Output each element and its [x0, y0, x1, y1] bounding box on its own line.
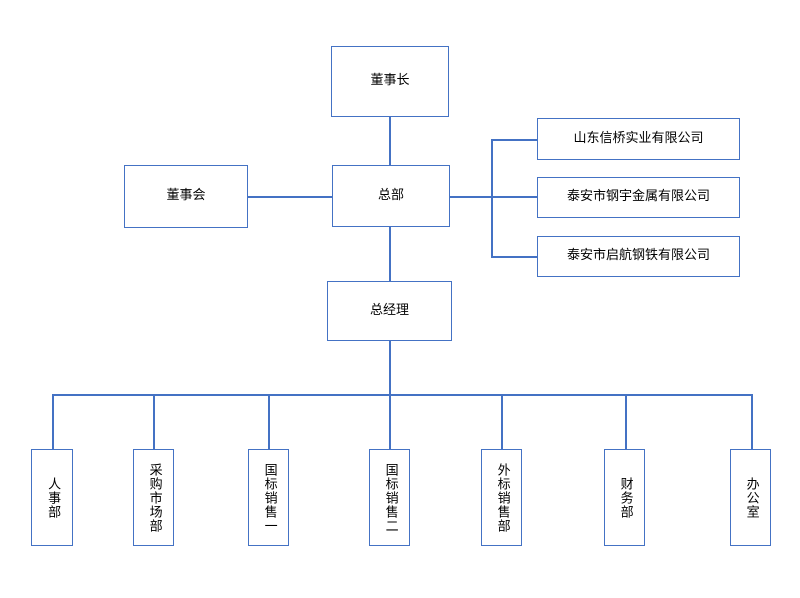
connector-dept-bus: [52, 394, 752, 396]
node-chairman[interactable]: 董事长: [331, 46, 449, 117]
connector-subs-bus: [491, 139, 493, 257]
node-dept-office[interactable]: 办公室: [730, 449, 771, 546]
connector-gm-dept-bus: [389, 341, 391, 395]
node-subsidiary-3[interactable]: 泰安市启航钢铁有限公司: [537, 236, 740, 277]
node-general-manager[interactable]: 总经理: [327, 281, 452, 341]
connector-drop-dept6: [625, 394, 627, 449]
connector-sub3-branch: [491, 256, 537, 258]
connector-board-headquarters: [248, 196, 332, 198]
node-board-label: 董事会: [166, 188, 206, 204]
connector-drop-dept2: [153, 394, 155, 449]
node-dept-hr[interactable]: 人事部: [31, 449, 73, 546]
node-dept-finance-label: 财务部: [617, 476, 633, 519]
node-dept-sales-domestic-2[interactable]: 国标销售二: [369, 449, 410, 546]
node-subsidiary-1[interactable]: 山东信桥实业有限公司: [537, 118, 740, 160]
node-dept-sales-domestic-1[interactable]: 国标销售一: [248, 449, 289, 546]
node-dept-office-label: 办公室: [743, 476, 759, 519]
node-headquarters[interactable]: 总部: [332, 165, 450, 227]
node-headquarters-label: 总部: [377, 187, 404, 203]
node-dept-sales-domestic-2-label: 国标销售二: [382, 462, 398, 533]
node-board[interactable]: 董事会: [124, 165, 248, 228]
connector-drop-dept1: [52, 394, 54, 449]
node-subsidiary-2[interactable]: 泰安市钢宇金属有限公司: [537, 177, 740, 218]
node-dept-procurement[interactable]: 采购市场部: [133, 449, 174, 546]
node-subsidiary-2-label: 泰安市钢宇金属有限公司: [566, 189, 710, 205]
node-chairman-label: 董事长: [370, 73, 410, 89]
node-general-manager-label: 总经理: [369, 302, 409, 318]
node-dept-hr-label: 人事部: [45, 476, 61, 519]
connector-chairman-headquarters: [389, 117, 391, 167]
connector-headquarters-gm: [389, 226, 391, 281]
node-dept-procurement-label: 采购市场部: [146, 462, 162, 533]
node-dept-finance[interactable]: 财务部: [604, 449, 645, 546]
node-subsidiary-3-label: 泰安市启航钢铁有限公司: [566, 248, 710, 264]
connector-headquarters-subs-stub: [450, 196, 492, 198]
connector-sub1-branch: [491, 139, 537, 141]
node-dept-sales-foreign[interactable]: 外标销售部: [481, 449, 522, 546]
node-subsidiary-1-label: 山东信桥实业有限公司: [573, 130, 704, 146]
node-dept-sales-foreign-label: 外标销售部: [494, 462, 510, 533]
connector-drop-dept5: [501, 394, 503, 449]
connector-drop-dept3: [268, 394, 270, 449]
connector-sub2-branch: [491, 196, 537, 198]
connector-drop-dept7: [751, 394, 753, 449]
node-dept-sales-domestic-1-label: 国标销售一: [261, 462, 277, 533]
connector-drop-dept4: [389, 394, 391, 449]
